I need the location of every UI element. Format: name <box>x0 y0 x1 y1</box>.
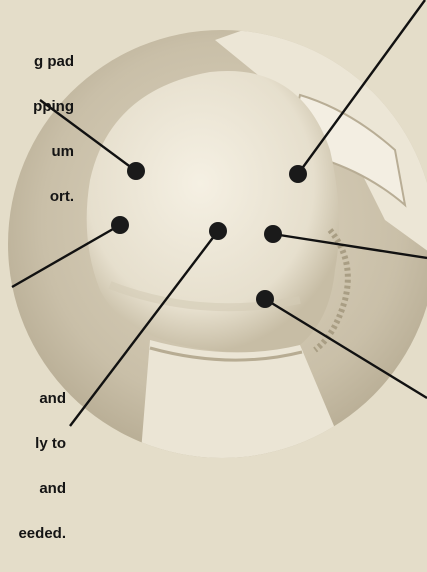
callout-line: ly to <box>0 436 66 451</box>
callout-text-bottom-left: and ly to and eeded. <box>0 361 66 571</box>
callout-line: eeded. <box>0 526 66 541</box>
callout-line: g pad <box>0 54 74 69</box>
callout-line: ort. <box>0 189 74 204</box>
callout-line: and <box>0 391 66 406</box>
knee-brace-illustration: g pad pping um ort. and ly to and eeded. <box>0 0 427 464</box>
callout-text-top-left: g pad pping um ort. <box>0 24 74 234</box>
callout-line: pping <box>0 99 74 114</box>
callout-dot-2 <box>289 165 307 183</box>
callout-dot-4 <box>209 222 227 240</box>
callout-line: and <box>0 481 66 496</box>
callout-dot-5 <box>264 225 282 243</box>
callout-dot-6 <box>256 290 274 308</box>
callout-dot-3 <box>111 216 129 234</box>
callout-dot-1 <box>127 162 145 180</box>
callout-line: um <box>0 144 74 159</box>
